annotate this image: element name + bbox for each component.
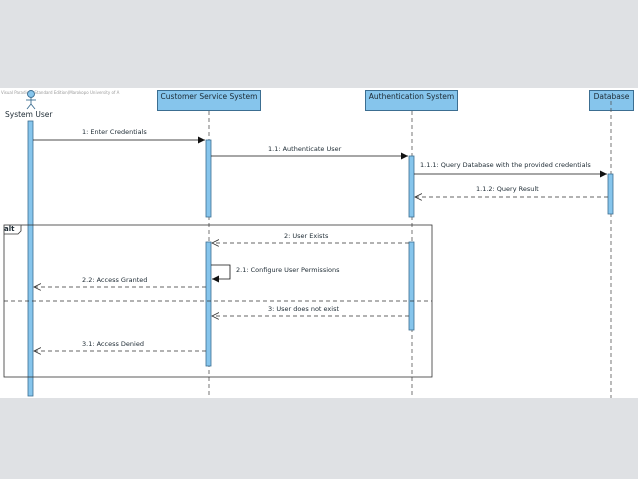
watermark-text: Visual Paradigm Standard Edition(Marokop… [1,90,120,95]
activation-bar-css-2 [205,241,212,367]
activation-bar-auth-1 [408,155,415,218]
message-label-query-database: 1.1.1: Query Database with the provided … [420,161,591,169]
message-label-enter-credentials: 1: Enter Credentials [82,128,147,136]
message-label-access-granted: 2.2: Access Granted [82,276,148,284]
activation-bar-actor [27,120,34,397]
activation-bar-auth-2 [408,241,415,331]
activation-bar-db-1 [607,173,614,215]
message-label-authenticate-user: 1.1: Authenticate User [268,145,342,153]
alt-fragment [3,224,433,378]
message-label-user-exists: 2: User Exists [284,232,329,240]
activation-bar-css-1 [205,139,212,218]
message-label-user-does-not-exist: 3: User does not exist [268,305,340,313]
message-label-query-result: 1.1.2: Query Result [476,185,539,193]
lifeline-customer-service-system[interactable]: Customer Service System [157,90,261,111]
lifeline-authentication-system[interactable]: Authentication System [365,90,458,111]
message-label-configure-permissions: 2.1: Configure User Permissions [236,266,340,274]
message-label-access-denied: 3.1: Access Denied [82,340,144,348]
message-arrow-configure-permissions [211,264,231,283]
lifeline-database[interactable]: Database [589,90,634,111]
actor-label: System User [5,110,53,119]
alt-fragment-label: alt [4,225,15,233]
actor-stick-figure-icon[interactable] [26,90,36,110]
